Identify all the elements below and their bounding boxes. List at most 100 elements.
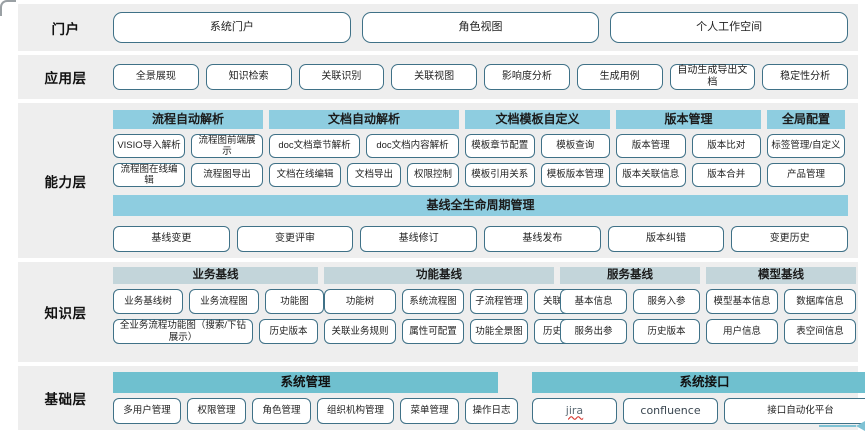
cap-item-template-chapter-config[interactable]: 模板章节配置 [465, 134, 535, 158]
portal-item-personal-workspace[interactable]: 个人工作空间 [610, 12, 849, 43]
fd-item-org-structure-manage[interactable]: 组织机构管理 [317, 398, 394, 424]
cap-item-visio-import-parse[interactable]: VISIO导入解析 [113, 134, 185, 158]
foundation-groups: 系统管理 多用户管理 权限管理 角色管理 组织机构管理 菜单管理 操作日志 系统… [113, 366, 865, 430]
kn-item-system-flowchart[interactable]: 系统流程图 [402, 289, 464, 314]
cap-item-version-merge[interactable]: 版本合并 [691, 163, 761, 187]
layer-label-application: 应用层 [44, 71, 87, 86]
app-item-relation-view[interactable]: 关联视图 [391, 64, 477, 90]
layer-foundation: 基础层 系统管理 多用户管理 权限管理 角色管理 组织机构管理 菜单管理 操作日… [18, 366, 865, 430]
capability-group-flow-parsing: 流程自动解析 VISIO导入解析 流程图前端展示 流程图在线编辑 流程图导出 [113, 110, 263, 187]
kn-item-function-tree[interactable]: 功能树 [324, 289, 396, 314]
fd-item-role-manage[interactable]: 角色管理 [252, 398, 311, 424]
portal-item-role-view[interactable]: 角色视图 [361, 12, 600, 43]
page-corner-decoration [0, 0, 16, 16]
arrow-head [856, 421, 865, 431]
app-item-panorama[interactable]: 全景展现 [113, 64, 199, 90]
portal-item-system-portal[interactable]: 系统门户 [113, 12, 351, 43]
kn-item-history-version-service[interactable]: 历史版本 [633, 319, 700, 344]
fd-item-operation-log[interactable]: 操作日志 [465, 398, 518, 424]
baseline-lifecycle-title: 基线全生命周期管理 [113, 195, 848, 216]
cap-item-doc-chapter-parse[interactable]: doc文档章节解析 [269, 134, 360, 158]
fd-item-menu-manage[interactable]: 菜单管理 [400, 398, 459, 424]
layer-label-knowledge: 知识层 [44, 306, 87, 321]
app-item-relation-recognition[interactable]: 关联识别 [298, 64, 385, 90]
group-row: 版本关联信息 版本合并 [616, 163, 761, 187]
layer-label-foundation: 基础层 [44, 392, 87, 407]
app-item-impact-analysis[interactable]: 影响度分析 [484, 64, 570, 90]
group-title-flow-parsing: 流程自动解析 [113, 110, 263, 129]
kn-item-attribute-configurable[interactable]: 属性可配置 [402, 319, 464, 344]
group-row: jira confluence 接口自动化平台 [532, 398, 865, 424]
capability-group-doc-parsing: 文档自动解析 doc文档章节解析 doc文档内容解析 文档在线编辑 文档导出 权… [269, 110, 459, 187]
group-title-model-baseline: 模型基线 [706, 267, 856, 284]
baseline-item-change-review[interactable]: 变更评审 [236, 226, 354, 252]
foundation-group-system-manage: 系统管理 多用户管理 权限管理 角色管理 组织机构管理 菜单管理 操作日志 [113, 372, 518, 424]
kn-item-database-info[interactable]: 数据库信息 [784, 289, 856, 314]
kn-item-business-flowchart[interactable]: 业务流程图 [189, 289, 259, 314]
cap-item-flowchart-frontend-display[interactable]: 流程图前端展示 [191, 134, 263, 158]
group-row: 模板引用关系 模板版本管理 [465, 163, 610, 187]
cap-item-version-relation-info[interactable]: 版本关联信息 [616, 163, 686, 187]
group-row: 模板章节配置 模板查询 [465, 134, 610, 158]
baseline-item-revision[interactable]: 基线修订 [360, 226, 478, 252]
cap-item-template-version-manage[interactable]: 模板版本管理 [540, 163, 610, 187]
layer-capability: 能力层 流程自动解析 VISIO导入解析 流程图前端展示 流程图在线编辑 流程图… [18, 103, 858, 258]
capability-body: 流程自动解析 VISIO导入解析 流程图前端展示 流程图在线编辑 流程图导出 文… [113, 103, 858, 258]
fd-item-interface-automation-platform[interactable]: 接口自动化平台 [724, 398, 865, 424]
kn-item-user-info[interactable]: 用户信息 [706, 319, 778, 344]
kn-item-related-business-rule[interactable]: 关联业务规则 [324, 319, 396, 344]
group-row: VISIO导入解析 流程图前端展示 [113, 134, 263, 158]
app-item-auto-export-doc[interactable]: 自动生成导出文档 [669, 64, 756, 90]
app-item-stability-analysis[interactable]: 稳定性分析 [762, 64, 848, 90]
arrow-line [819, 425, 856, 427]
kn-item-service-input-param[interactable]: 服务入参 [633, 289, 700, 314]
group-title-doc-parsing: 文档自动解析 [269, 110, 459, 129]
confluence-label: confluence [640, 403, 701, 417]
knowledge-groups: 业务基线 业务基线树 业务流程图 功能图 全业务流程功能图（搜索/下钻展示） 历… [113, 262, 865, 362]
kn-item-history-version-business[interactable]: 历史版本 [259, 319, 318, 344]
cap-item-doc-content-parse[interactable]: doc文档内容解析 [366, 134, 459, 158]
baseline-item-change-history[interactable]: 变更历史 [731, 226, 849, 252]
knowledge-group-business-baseline: 业务基线 业务基线树 业务流程图 功能图 全业务流程功能图（搜索/下钻展示） 历… [113, 267, 324, 357]
kn-item-subprocess-manage[interactable]: 子流程管理 [470, 289, 528, 314]
cap-item-template-query[interactable]: 模板查询 [540, 134, 610, 158]
fd-item-jira[interactable]: jira [532, 398, 617, 424]
cap-item-version-manage[interactable]: 版本管理 [616, 134, 686, 158]
cap-item-flowchart-online-edit[interactable]: 流程图在线编辑 [113, 163, 185, 187]
cap-item-doc-online-edit[interactable]: 文档在线编辑 [269, 163, 341, 187]
fd-item-confluence[interactable]: confluence [623, 398, 718, 424]
capability-group-global-config: 全局配置 标签管理/自定义 产品管理 [767, 110, 845, 187]
cap-item-permission-control[interactable]: 权限控制 [407, 163, 459, 187]
layer-label-portal: 门户 [51, 21, 80, 37]
app-item-generate-usecase[interactable]: 生成用例 [576, 64, 663, 90]
cap-item-template-reference-relation[interactable]: 模板引用关系 [465, 163, 535, 187]
kn-item-full-business-flow-function-diagram[interactable]: 全业务流程功能图（搜索/下钻展示） [113, 319, 253, 344]
cap-item-tag-manage-custom[interactable]: 标签管理/自定义 [767, 134, 845, 158]
kn-item-business-baseline-tree[interactable]: 业务基线树 [113, 289, 183, 314]
kn-item-tablespace-info[interactable]: 表空间信息 [784, 319, 856, 344]
layer-application: 应用层 全景展现 知识检索 关联识别 关联视图 影响度分析 生成用例 自动生成导… [18, 55, 858, 99]
baseline-item-release[interactable]: 基线发布 [484, 226, 601, 252]
group-row: 用户信息 表空间信息 [706, 319, 856, 344]
cap-item-version-compare[interactable]: 版本比对 [691, 134, 761, 158]
knowledge-group-model-baseline: 模型基线 模型基本信息 数据库信息 用户信息 表空间信息 [706, 267, 856, 357]
cap-item-doc-export[interactable]: 文档导出 [347, 163, 401, 187]
kn-item-service-output-param[interactable]: 服务出参 [560, 319, 627, 344]
group-row: 关联业务规则 属性可配置 功能全景图 历史版本 [324, 319, 590, 344]
baseline-item-change[interactable]: 基线变更 [113, 226, 230, 252]
kn-item-function-diagram[interactable]: 功能图 [265, 289, 324, 314]
group-row: 服务出参 历史版本 [560, 319, 700, 344]
group-row: 多用户管理 权限管理 角色管理 组织机构管理 菜单管理 操作日志 [113, 398, 518, 424]
group-row: 版本管理 版本比对 [616, 134, 761, 158]
cap-item-product-manage[interactable]: 产品管理 [767, 163, 845, 187]
fd-item-permission-manage[interactable]: 权限管理 [187, 398, 246, 424]
cap-item-flowchart-export[interactable]: 流程图导出 [191, 163, 263, 187]
app-item-knowledge-search[interactable]: 知识检索 [205, 64, 292, 90]
kn-item-service-basic-info[interactable]: 基本信息 [560, 289, 627, 314]
fd-item-multi-user-manage[interactable]: 多用户管理 [113, 398, 181, 424]
layer-portal: 门户 系统门户 角色视图 个人工作空间 [18, 4, 858, 51]
kn-item-function-panorama[interactable]: 功能全景图 [470, 319, 528, 344]
kn-item-model-basic-info[interactable]: 模型基本信息 [706, 289, 778, 314]
baseline-item-version-correction[interactable]: 版本纠错 [607, 226, 725, 252]
